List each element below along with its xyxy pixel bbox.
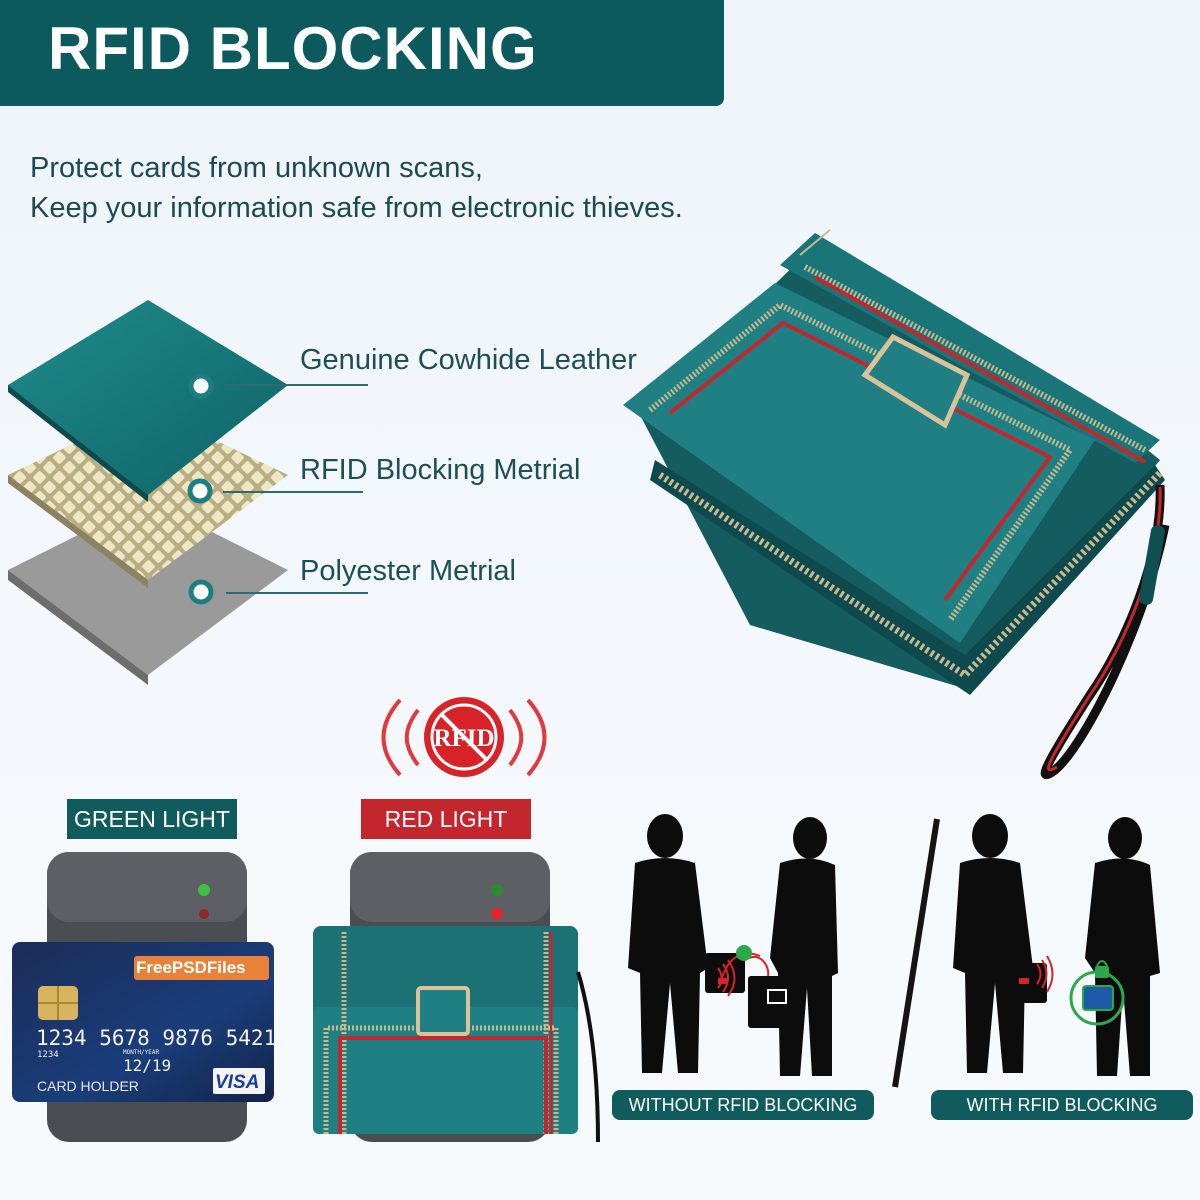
wallet-product-image — [623, 229, 1170, 780]
rfid-leader-line — [223, 491, 363, 493]
polyester-leader-line — [226, 592, 368, 594]
rfid-icon-text: RFID — [433, 725, 494, 752]
with-rfid-label: WITH RFID BLOCKING — [931, 1090, 1193, 1120]
layer-label-polyester: Polyester Metrial — [300, 555, 516, 587]
protected-card-icon — [1082, 985, 1114, 1011]
card-brand-logo: FreePSDFiles — [136, 958, 246, 977]
rfid-blocked-icon: RFID — [381, 697, 547, 777]
without-rfid-label: WITHOUT RFID BLOCKING — [612, 1090, 874, 1120]
green-light-badge: GREEN LIGHT — [67, 799, 237, 839]
leather-layer — [8, 300, 288, 495]
card-network-logo: VISA — [215, 1072, 260, 1093]
scene-with-rfid — [953, 814, 1160, 1076]
card-expiry: 12/19 — [123, 1056, 172, 1075]
card-icon — [767, 989, 787, 1004]
scene-without-rfid — [628, 814, 838, 1076]
lock-icon — [1095, 966, 1109, 978]
layer-label-rfid: RFID Blocking Metrial — [300, 454, 581, 486]
card-holder: CARD HOLDER — [37, 1078, 139, 1094]
material-layers-illustration — [8, 300, 288, 685]
layer-label-leather: Genuine Cowhide Leather — [300, 344, 637, 376]
polyester-marker-dot — [188, 579, 214, 605]
green-led — [491, 884, 503, 896]
card-valid-label: MONTH/YEAR — [123, 1049, 160, 1056]
red-led — [491, 908, 503, 920]
credit-card — [12, 942, 274, 1102]
scene-divider — [892, 818, 940, 1088]
card-reader-red — [313, 852, 600, 1143]
card-number: 1234 5678 9876 5421 — [36, 1026, 277, 1050]
page-title: RFID BLOCKING — [48, 15, 538, 82]
green-led — [198, 884, 210, 896]
leather-leader-line — [224, 384, 368, 386]
title-banner — [0, 0, 724, 106]
card-small-number: 1234 — [37, 1050, 59, 1060]
red-led — [199, 909, 209, 919]
euro-coin-icon — [736, 945, 752, 961]
tagline-line-2: Keep your information safe from electron… — [30, 192, 683, 224]
rfid-marker-dot — [187, 478, 213, 504]
tagline-line-1: Protect cards from unknown scans, — [30, 152, 483, 184]
red-light-badge: RED LIGHT — [361, 799, 531, 839]
leather-marker-dot — [188, 373, 214, 399]
